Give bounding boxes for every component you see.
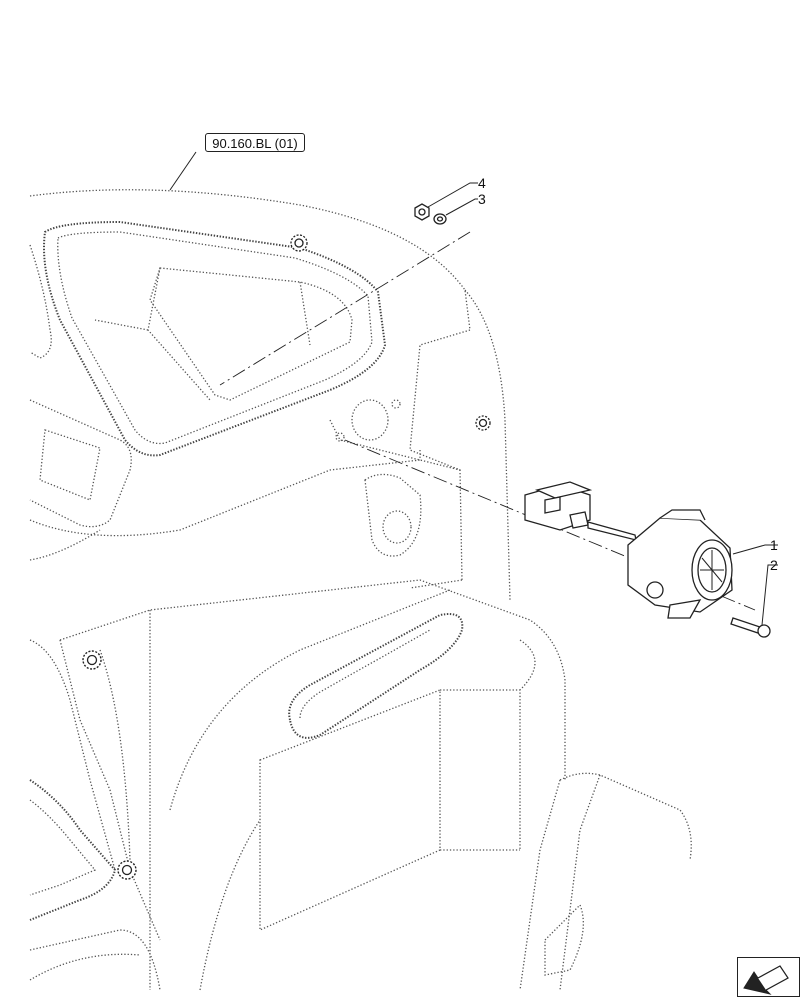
grommet-fasteners — [82, 234, 491, 880]
reference-leader — [169, 151, 197, 191]
assembly-centerline-upper — [219, 231, 471, 386]
screw-part-2 — [730, 617, 771, 638]
callout-2: 2 — [770, 557, 778, 573]
back-button[interactable] — [737, 957, 800, 997]
socket-part-1 — [524, 481, 733, 619]
callout-1: 1 — [770, 537, 778, 553]
cab-panel-outline — [29, 189, 692, 991]
reference-label[interactable]: 90.160.BL (01) — [205, 133, 305, 152]
nut-part-4 — [414, 203, 430, 221]
callout-3: 3 — [478, 191, 486, 207]
back-arrow-icon — [743, 965, 789, 995]
washer-part-3 — [433, 213, 447, 225]
callout-4: 4 — [478, 175, 486, 191]
